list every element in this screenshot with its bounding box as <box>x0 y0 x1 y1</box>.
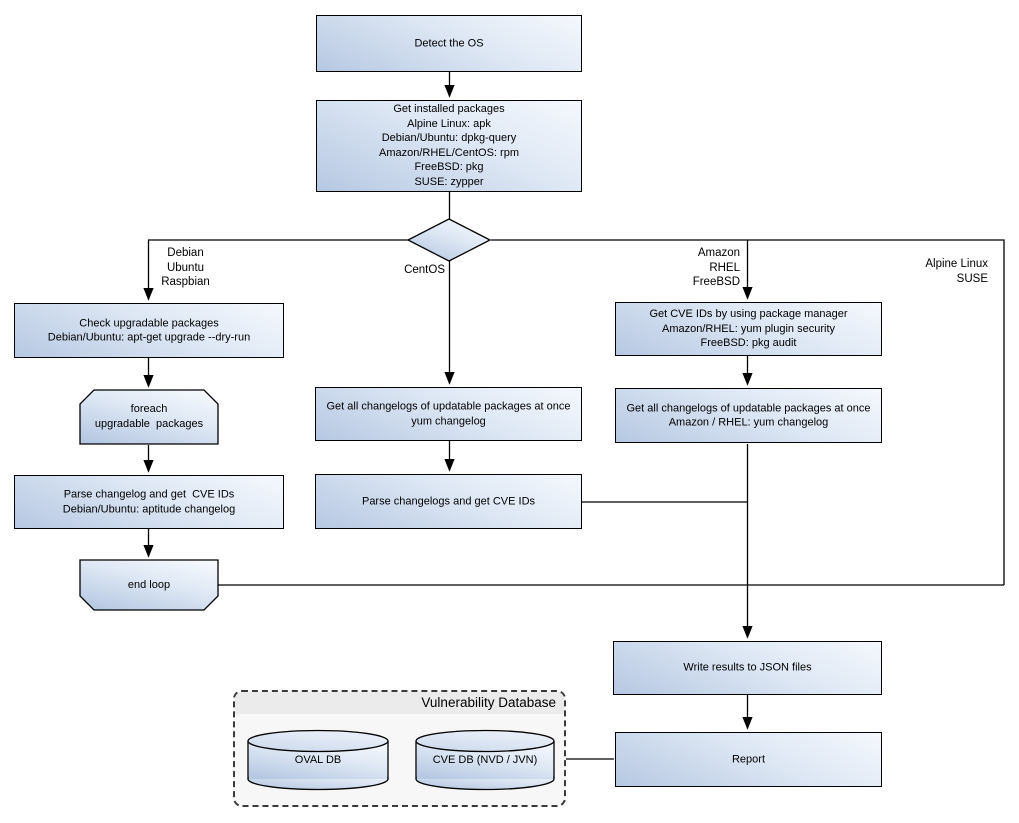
connector-decision-to-check-upgradable <box>143 239 408 301</box>
vulnerability-database-header <box>235 692 564 714</box>
branch-label-alpine-suse: Alpine Linux SUSE <box>925 258 988 285</box>
branch-label-debian-ubuntu-raspbian: Debian Ubuntu Raspbian <box>161 247 210 288</box>
oval-db-cylinder <box>247 729 389 791</box>
node-parse-changelogs-centos: Parse changelogs and get CVE IDs <box>315 474 582 529</box>
node-parse-changelogs-centos-label: Parse changelogs and get CVE IDs <box>361 495 536 508</box>
node-parse-changelog-debian: Parse changelog and get CVE IDs Debian/U… <box>14 475 284 529</box>
node-get-installed-packages-label: Get installed packages Alpine Linux: apk… <box>379 103 519 189</box>
connector-decision-right-alpine-suse <box>491 239 1005 585</box>
node-check-upgradable-packages-label: Check upgradable packages Debian/Ubuntu:… <box>47 316 251 344</box>
cve-db-cylinder <box>415 729 555 791</box>
node-get-cve-ids-package-manager: Get CVE IDs by using package manager Ama… <box>615 302 882 356</box>
node-get-changelogs-centos-label: Get all changelogs of updatable packages… <box>326 400 571 427</box>
branch-label-amazon-rhel-freebsd: Amazon RHEL FreeBSD <box>692 247 740 288</box>
node-get-installed-packages: Get installed packages Alpine Linux: apk… <box>316 100 582 192</box>
end-loop-label: end loop <box>127 578 171 591</box>
node-get-changelogs-centos: Get all changelogs of updatable packages… <box>315 387 582 441</box>
end-loop-shape <box>79 559 219 611</box>
os-decision-diamond <box>406 218 492 262</box>
node-detect-os-label: Detect the OS <box>414 37 484 50</box>
node-detect-os: Detect the OS <box>316 15 582 72</box>
node-report-label: Report <box>731 753 766 766</box>
vulnerability-database-title: Vulnerability Database <box>421 695 556 710</box>
node-check-upgradable-packages: Check upgradable packages Debian/Ubuntu:… <box>14 303 284 358</box>
node-write-results: Write results to JSON files <box>613 641 882 695</box>
node-report: Report <box>615 732 882 787</box>
node-write-results-label: Write results to JSON files <box>683 661 812 674</box>
cve-db-label: CVE DB (NVD / JVN) <box>432 753 538 766</box>
branch-label-centos: CentOS <box>404 264 445 276</box>
node-get-changelogs-amazon-rhel: Get all changelogs of updatable packages… <box>615 388 882 443</box>
foreach-loop-start-label: foreach upgradable packages <box>94 403 204 430</box>
oval-db-label: OVAL DB <box>294 753 342 766</box>
foreach-loop-start-shape <box>79 389 219 445</box>
node-get-changelogs-amazon-rhel-label: Get all changelogs of updatable packages… <box>626 401 871 429</box>
node-parse-changelog-debian-label: Parse changelog and get CVE IDs Debian/U… <box>62 488 236 515</box>
node-get-cve-ids-package-manager-label: Get CVE IDs by using package manager Ama… <box>649 308 848 350</box>
